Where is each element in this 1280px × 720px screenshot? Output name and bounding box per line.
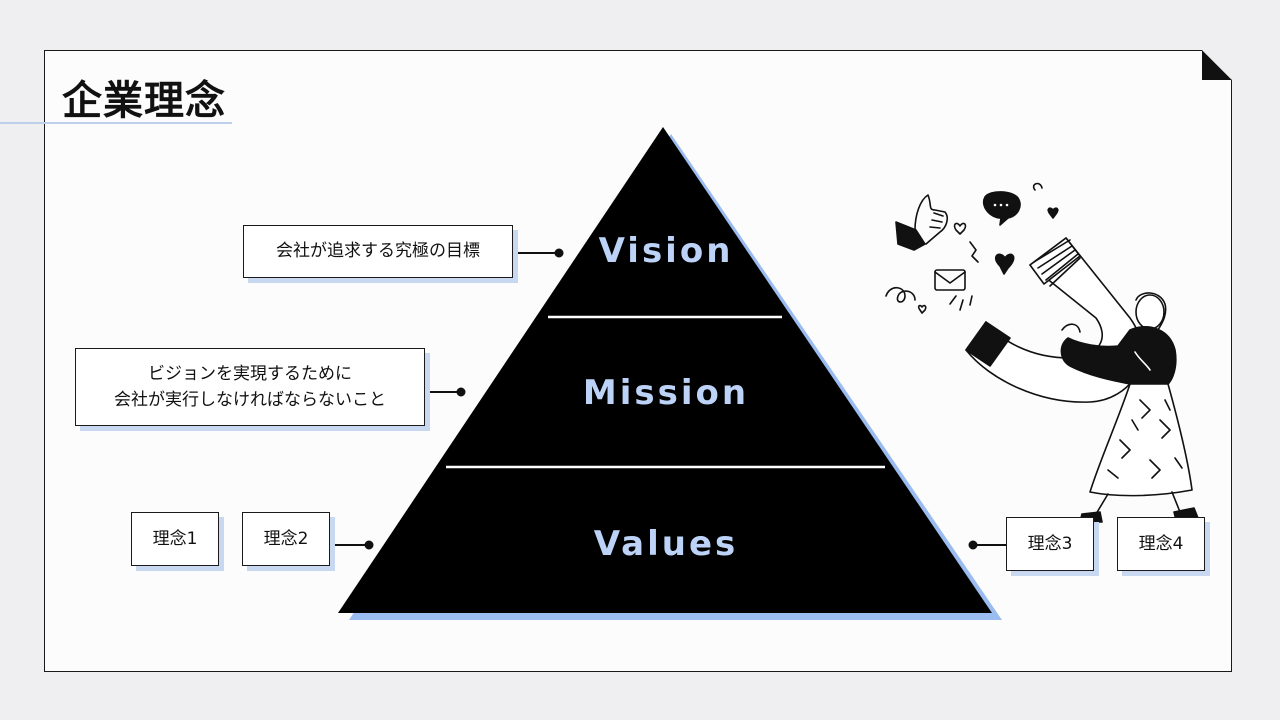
mission-description-line1: ビジョンを実現するために [148, 363, 352, 384]
connector-values-left [335, 540, 374, 550]
level-vision: Vision [599, 231, 734, 271]
vision-description-box: 会社が追求する究極の目標 [243, 225, 513, 278]
value-label-3: 理念3 [1027, 533, 1073, 554]
value-box-4: 理念4 [1117, 517, 1205, 571]
mission-description-box: ビジョンを実現するために 会社が実行しなければならないこと [75, 348, 425, 426]
title-underline [0, 122, 232, 124]
value-label-4: 理念4 [1138, 533, 1184, 554]
value-box-1: 理念1 [131, 512, 219, 566]
vision-description: 会社が追求する究極の目標 [276, 241, 480, 262]
mission-description-line2: 会社が実行しなければならないこと [114, 390, 386, 410]
connector-mission [428, 387, 466, 397]
level-values: Values [594, 524, 739, 564]
page-title: 企業理念 [62, 78, 226, 124]
connector-values-right [968, 540, 1006, 550]
magnet-person-illustration [885, 182, 1199, 523]
folded-corner-icon [1202, 50, 1232, 80]
value-label-2: 理念2 [263, 528, 309, 549]
value-box-3: 理念3 [1006, 517, 1094, 571]
value-label-1: 理念1 [152, 528, 198, 549]
value-box-2: 理念2 [242, 512, 330, 566]
connector-vision [516, 248, 564, 258]
pyramid-shape [338, 127, 992, 613]
level-mission: Mission [583, 373, 749, 413]
